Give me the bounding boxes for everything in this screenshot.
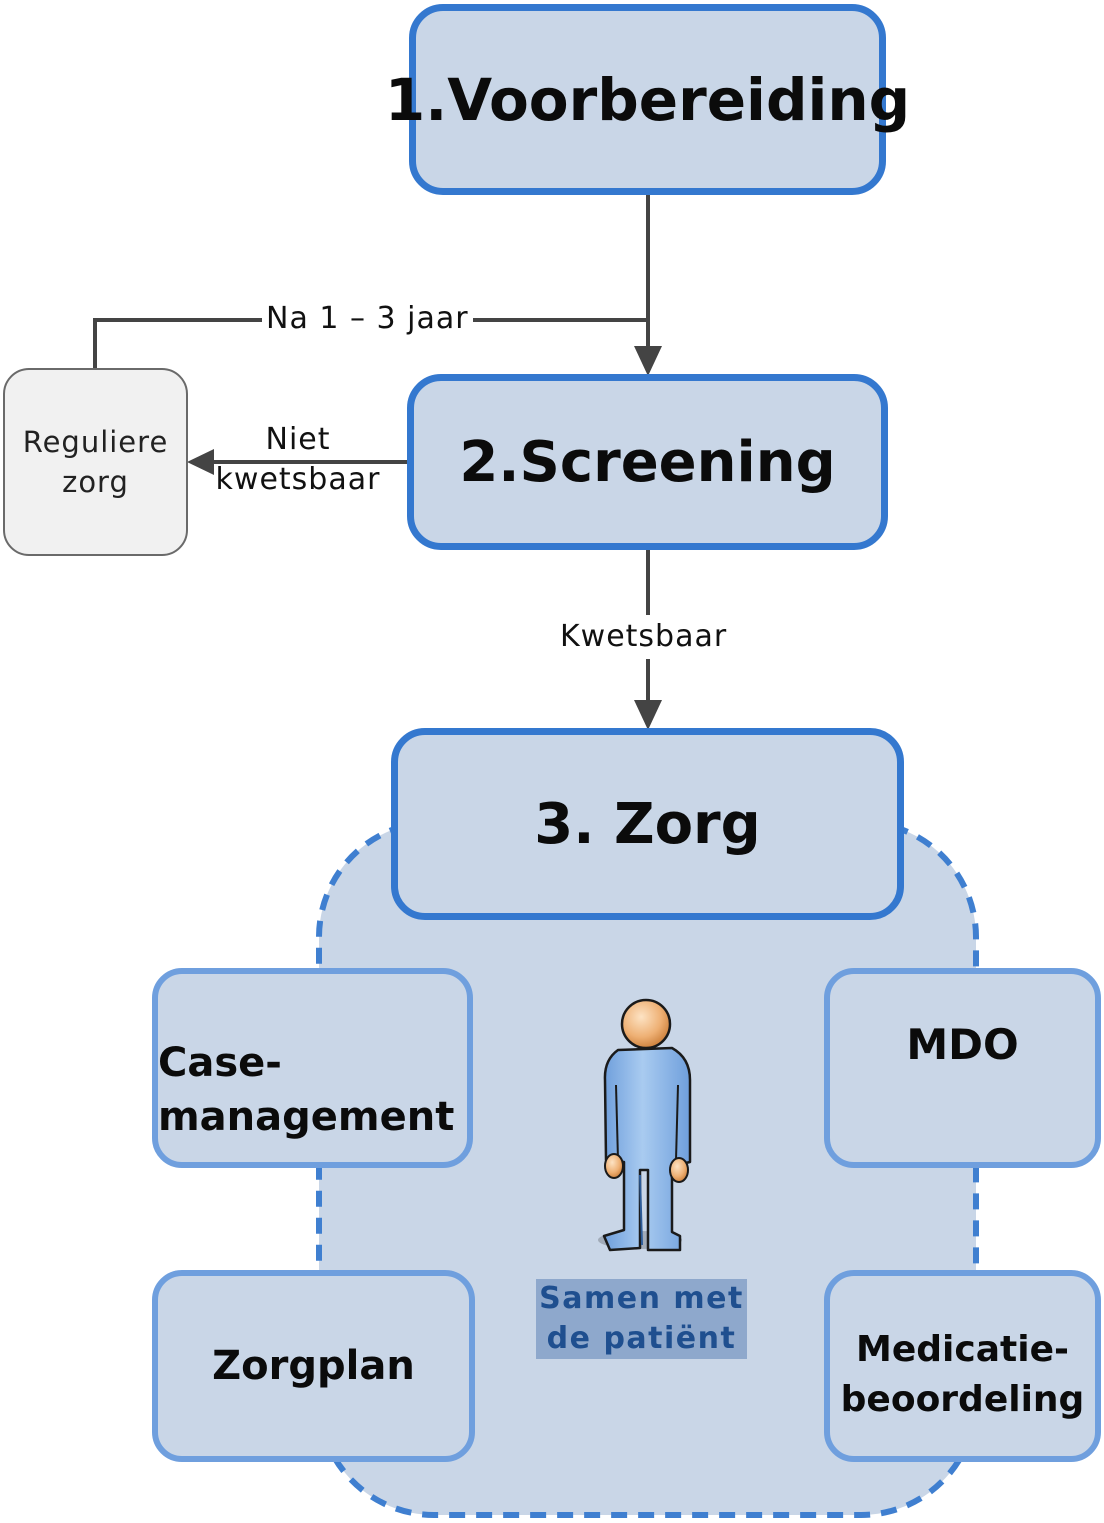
- case-management-box: Case- management: [152, 968, 473, 1168]
- step-voorbereiding: 1.Voorbereiding: [385, 4, 910, 195]
- regular-care-line1: Reguliere: [22, 425, 169, 459]
- step-zorg-label: 3. Zorg: [534, 791, 761, 857]
- arrowhead-regular-care: [187, 449, 214, 475]
- case-management-line2: management: [158, 1094, 455, 1140]
- arrowhead-step3: [634, 700, 662, 730]
- medication-review-box: Medicatie- beoordeling: [824, 1270, 1101, 1462]
- not-vulnerable-label: Niet kwetsbaar: [212, 420, 384, 500]
- case-management-line1: Case-: [158, 1040, 282, 1086]
- step-voorbereiding-label: 1.Voorbereiding: [384, 65, 911, 134]
- mdo-box: MDO: [824, 968, 1101, 1168]
- arrowhead-step2: [634, 346, 662, 376]
- patient-caption-line2: de patiënt: [546, 1321, 737, 1356]
- mdo-label: MDO: [906, 1020, 1019, 1069]
- patient-caption-line1: Samen met: [539, 1281, 744, 1316]
- step-zorg: 3. Zorg: [391, 728, 904, 920]
- patient-caption: Samen met de patiënt: [536, 1279, 747, 1359]
- medication-review-line2: beoordeling: [840, 1379, 1085, 1420]
- step-screening-label: 2.Screening: [459, 429, 836, 495]
- zorgplan-box: Zorgplan: [152, 1270, 475, 1462]
- not-vulnerable-line1: Niet: [265, 422, 331, 457]
- not-vulnerable-line2: kwetsbaar: [215, 462, 381, 497]
- person-icon: [598, 998, 692, 1252]
- step-screening: 2.Screening: [407, 374, 888, 550]
- zorgplan-label: Zorgplan: [212, 1343, 415, 1389]
- vulnerable-label: Kwetsbaar: [556, 615, 732, 659]
- regular-care-line2: zorg: [62, 465, 129, 499]
- regular-care-box: Reguliere zorg: [3, 368, 188, 556]
- return-interval-label: Na 1 – 3 jaar: [262, 299, 473, 339]
- medication-review-line1: Medicatie-: [856, 1329, 1069, 1370]
